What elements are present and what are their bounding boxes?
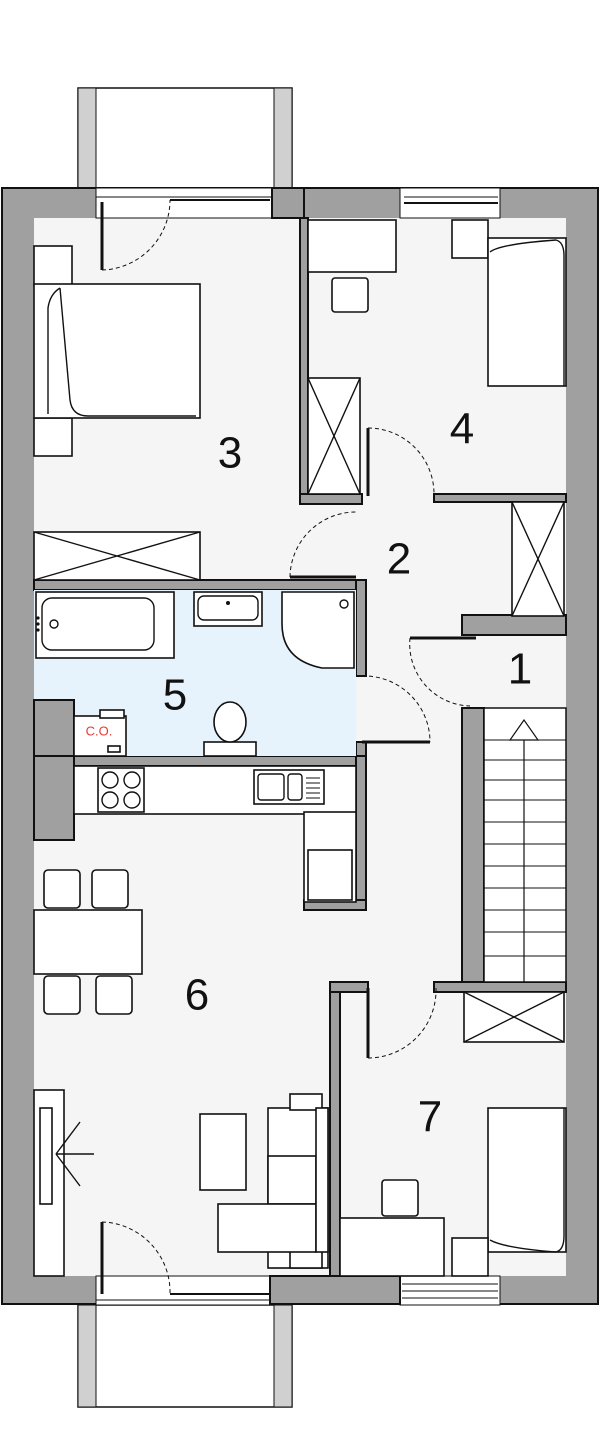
tv bbox=[39, 1107, 53, 1205]
balcony-bottom bbox=[77, 1304, 293, 1408]
chair bbox=[43, 975, 81, 1015]
room-label-3: 3 bbox=[218, 429, 242, 478]
chair bbox=[331, 277, 369, 313]
room-3-furniture bbox=[33, 245, 201, 581]
double-bed bbox=[33, 283, 201, 419]
desk bbox=[339, 1217, 445, 1277]
balcony-top bbox=[77, 87, 293, 189]
chair bbox=[91, 869, 129, 909]
boiler-label: C.O. bbox=[86, 723, 113, 738]
shower bbox=[281, 591, 355, 669]
room-label-1: 1 bbox=[508, 645, 532, 694]
staircase bbox=[483, 707, 567, 983]
dining-table bbox=[33, 909, 143, 975]
bathroom-fixtures bbox=[35, 591, 355, 757]
chair bbox=[381, 1179, 419, 1217]
nightstand bbox=[451, 219, 489, 259]
room-label-7: 7 bbox=[418, 1093, 442, 1142]
cooktop bbox=[97, 767, 145, 813]
toilet-tank bbox=[203, 741, 257, 757]
room-label-5: 5 bbox=[163, 671, 187, 720]
chair bbox=[95, 975, 133, 1015]
toilet bbox=[213, 701, 247, 743]
room-label-4: 4 bbox=[450, 405, 474, 454]
chair bbox=[43, 869, 81, 909]
nightstand-bottom bbox=[33, 417, 73, 457]
doors bbox=[100, 199, 476, 1295]
desk bbox=[307, 219, 397, 273]
room-6-furniture bbox=[33, 869, 329, 1277]
window-openings bbox=[95, 187, 501, 1306]
room-7-furniture bbox=[339, 991, 567, 1277]
room-4-furniture bbox=[307, 219, 567, 617]
single-bed bbox=[487, 237, 567, 387]
washbasin bbox=[193, 591, 263, 627]
nightstand-top bbox=[33, 245, 73, 287]
coffee-table bbox=[199, 1113, 247, 1191]
kitchen-furniture bbox=[73, 765, 357, 903]
room-label-6: 6 bbox=[185, 971, 209, 1020]
single-bed bbox=[487, 1107, 567, 1253]
room-label-2: 2 bbox=[387, 535, 411, 584]
stair-arrow-icon bbox=[508, 718, 540, 741]
nightstand bbox=[451, 1237, 489, 1277]
